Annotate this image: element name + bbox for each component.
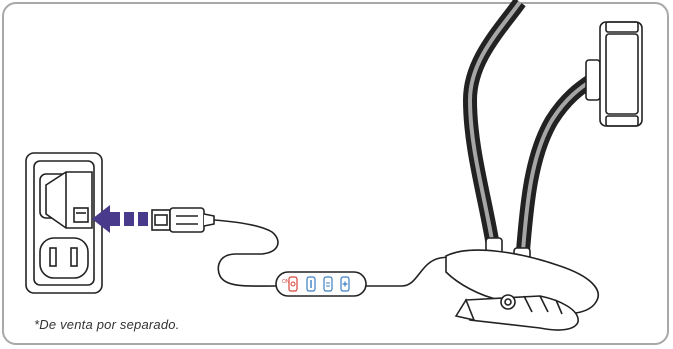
mode-button-icon: [323, 276, 333, 292]
plus-button-icon: [340, 276, 350, 292]
power-button-icon: ON: [282, 276, 298, 292]
insert-arrow-icon: [92, 205, 148, 233]
usb-plug-icon: [151, 207, 215, 233]
usb-power-adapter-icon: [45, 171, 93, 229]
usb-cable: [213, 219, 471, 287]
gooseneck-arm-icon: [462, 0, 526, 254]
brightness-button-icon: [306, 276, 316, 292]
svg-text:ON: ON: [282, 279, 290, 285]
inline-controller-icon: ON: [275, 271, 367, 297]
gooseneck-arm-icon: [515, 74, 596, 263]
clamp-icon: [445, 237, 599, 331]
phone-holder-icon: [585, 21, 643, 127]
footnote: *De venta por separado.: [34, 317, 180, 332]
